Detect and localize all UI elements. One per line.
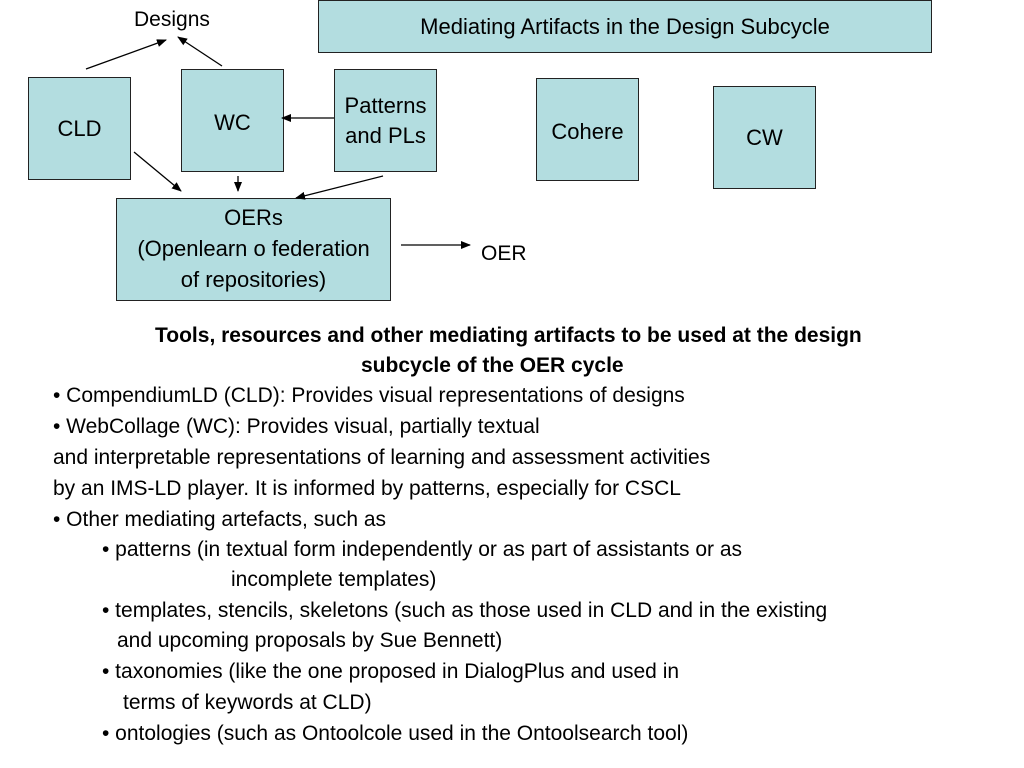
arrow-cld-to-oers [133, 151, 182, 192]
node-cw: CW [713, 86, 816, 189]
node-oers-label-3: of repositories) [180, 266, 327, 292]
body-line-6: • patterns (in textual form independentl… [102, 538, 743, 561]
node-cohere-label: Cohere [551, 119, 624, 144]
node-patterns: Patterns and PLs [334, 69, 437, 172]
arrow-cld-to-designs [85, 39, 167, 70]
body-heading-line-1: Tools, resources and other mediating art… [155, 324, 862, 347]
body-line-8: • templates, stencils, skeletons (such a… [102, 599, 828, 622]
node-oers: OERs (Openlearn o federation of reposito… [116, 198, 391, 301]
node-patterns-label-2: and PLs [345, 122, 426, 148]
node-wc: WC [181, 69, 284, 172]
arrow-patterns-to-oers [295, 175, 384, 200]
node-cld-label: CLD [57, 115, 102, 141]
body-line-4: by an IMS-LD player. It is informed by p… [53, 477, 681, 500]
diagram-title-box: Mediating Artifacts in the Design Subcyc… [318, 0, 932, 53]
body-line-2: • WebCollage (WC): Provides visual, part… [53, 415, 540, 438]
body-line-11: terms of keywords at CLD) [123, 691, 372, 714]
node-oers-label-1: OERs [224, 205, 283, 231]
body-line-1: • CompendiumLD (CLD): Provides visual re… [53, 384, 685, 407]
diagram-title: Mediating Artifacts in the Design Subcyc… [420, 13, 830, 39]
node-cw-label: CW [746, 124, 783, 150]
body-line-10: • taxonomies (like the one proposed in D… [102, 660, 680, 683]
body-line-3: and interpretable representations of lea… [53, 446, 711, 469]
body-line-12: • ontologies (such as Ontoolcole used in… [102, 722, 689, 745]
designs-label: Designs [134, 8, 210, 31]
body-heading-line-2: subcycle of the OER cycle [361, 354, 624, 377]
body-line-9: and upcoming proposals by Sue Bennett) [117, 629, 503, 652]
node-oers-label-2: (Openlearn o federation [137, 236, 370, 262]
node-wc-label: WC [214, 110, 251, 135]
node-patterns-label-1: Patterns [344, 92, 427, 118]
arrow-wc-to-designs [177, 36, 223, 67]
body-line-7: incomplete templates) [231, 568, 437, 591]
node-cld: CLD [28, 77, 131, 180]
oer-label: OER [481, 242, 527, 265]
body-line-5: • Other mediating artefacts, such as [53, 508, 387, 531]
node-cohere: Cohere [536, 78, 639, 181]
